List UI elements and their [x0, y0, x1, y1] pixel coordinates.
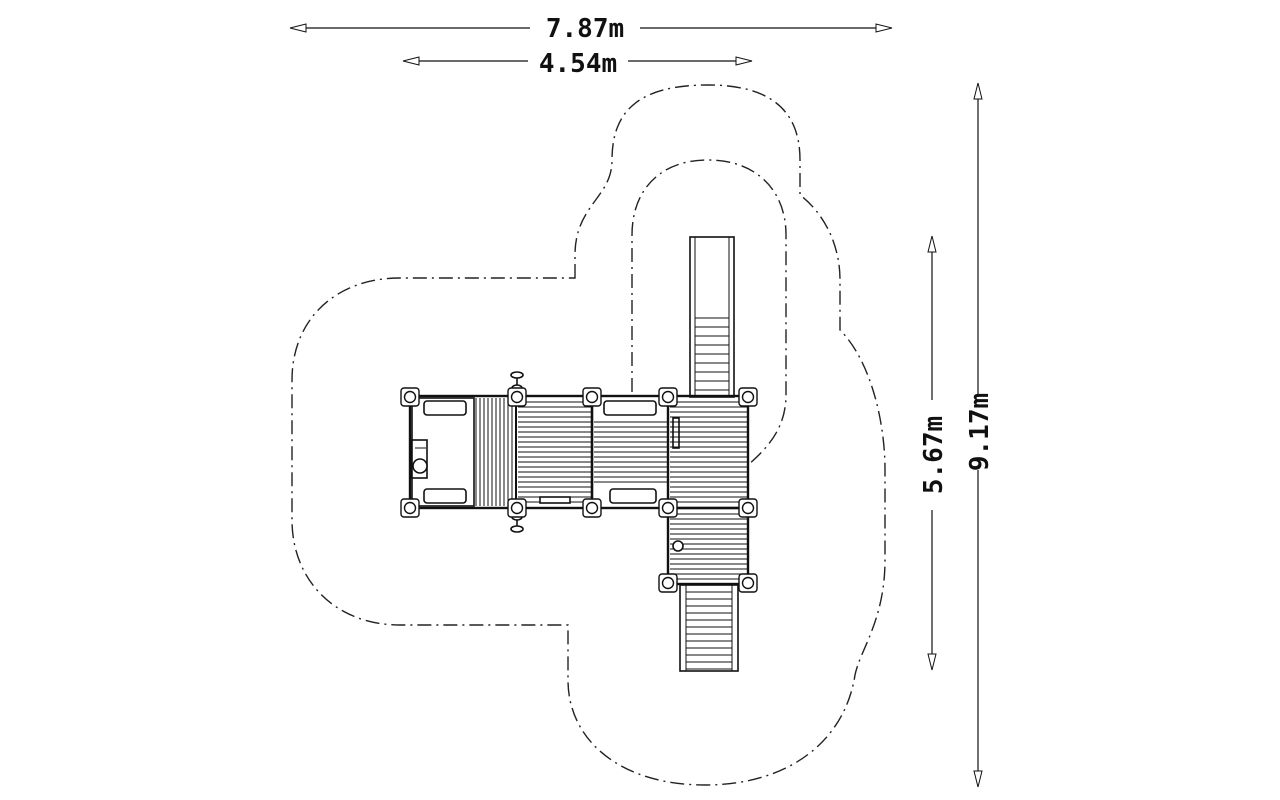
post-icon [400, 387, 420, 407]
post-icon [658, 573, 678, 593]
dimension-arrow-icon [402, 56, 420, 66]
post-icon [507, 387, 527, 407]
dimension-arrow-icon [973, 82, 983, 100]
dimension-arrow-icon [735, 56, 753, 66]
posts [400, 387, 758, 593]
post-icon [658, 498, 678, 518]
post-icon [400, 498, 420, 518]
slide-top [689, 236, 735, 398]
structure-width-label: 4.54m [539, 49, 617, 79]
post-icon [738, 573, 758, 593]
overall-width-label: 7.87m [546, 14, 624, 44]
dimension-arrow-icon [973, 770, 983, 788]
post-icon [738, 387, 758, 407]
dimension-structure-depth: 5.67m [919, 235, 949, 671]
deck-structure [408, 394, 750, 586]
dimension-arrow-icon [927, 235, 937, 253]
dimension-arrow-icon [289, 23, 307, 33]
post-icon [582, 498, 602, 518]
dimension-overall-depth: 9.17m [965, 82, 995, 788]
dimension-arrow-icon [875, 23, 893, 33]
post-icon [658, 387, 678, 407]
safety-zone-outline [291, 84, 886, 786]
dimension-structure-width: 4.54m [402, 49, 753, 79]
post-icon [507, 498, 527, 518]
structure-depth-label: 5.67m [919, 416, 949, 494]
dimension-arrow-icon [927, 653, 937, 671]
post-icon [738, 498, 758, 518]
dimension-overall-width: 7.87m [289, 14, 893, 44]
post-icon [582, 387, 602, 407]
overall-depth-label: 9.17m [965, 393, 995, 471]
ladder-bottom [679, 584, 739, 672]
